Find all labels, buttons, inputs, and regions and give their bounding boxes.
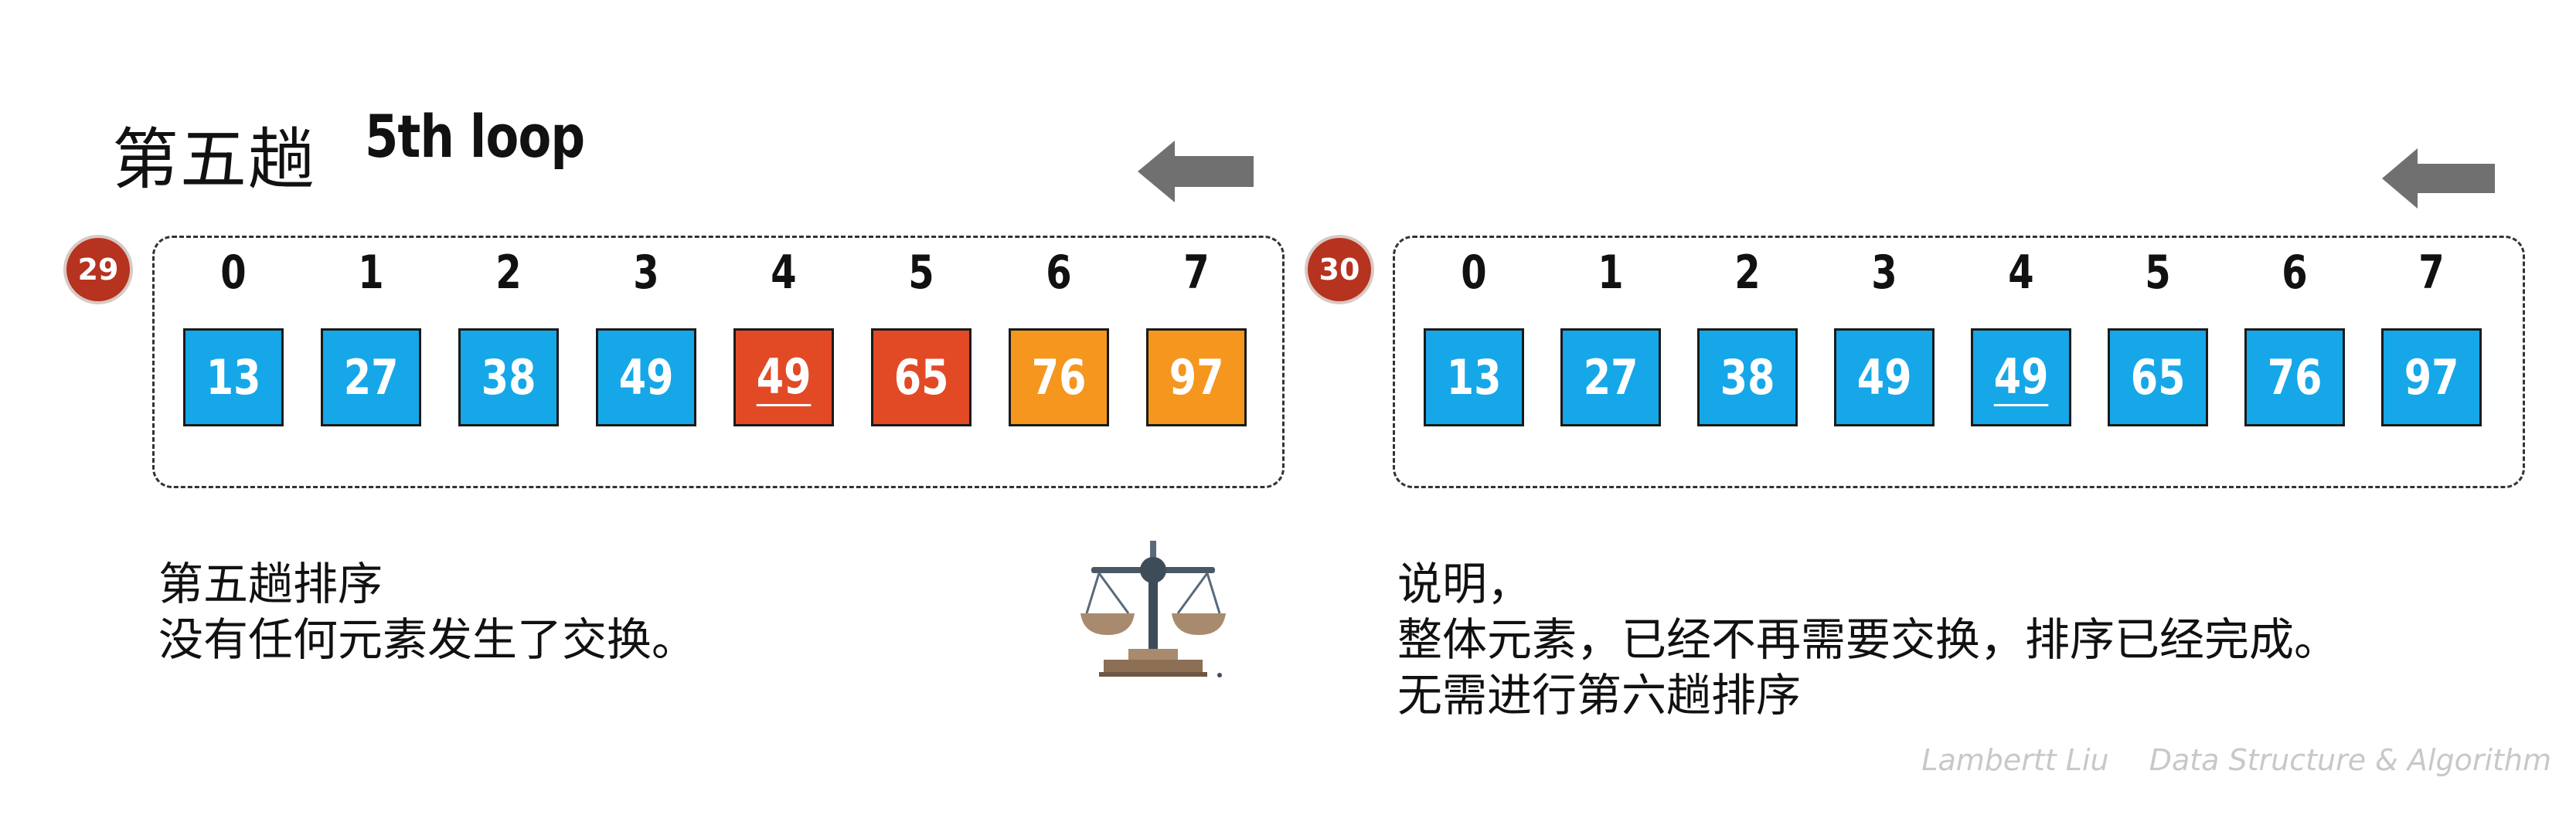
left-arrow-icon (1138, 141, 1254, 202)
left-description: 第五趟排序 没有任何元素发生了交换。 (158, 556, 696, 667)
footer: Lambertt Liu Data Structure & Algorithm (1921, 743, 2551, 777)
index-label: 0 (220, 246, 247, 300)
index-label: 6 (2282, 246, 2308, 300)
index-label: 4 (771, 246, 797, 300)
index-label: 3 (633, 246, 659, 300)
array-cell: 49 (1971, 328, 2071, 426)
array-cell-value: 27 (343, 348, 399, 406)
array-cell: 13 (1424, 328, 1524, 426)
array-cell: 13 (183, 328, 284, 426)
array-cell: 97 (2381, 328, 2482, 426)
footer-course: Data Structure & Algorithm (2149, 743, 2551, 777)
array-cell: 65 (871, 328, 972, 426)
array-cell-value: 76 (2267, 348, 2322, 406)
array-panel-before (152, 236, 1285, 488)
footer-author: Lambertt Liu (1921, 743, 2109, 777)
array-cell-value: 38 (1720, 348, 1775, 406)
array-cell: 49 (1834, 328, 1935, 426)
array-cell: 65 (2108, 328, 2208, 426)
array-cell: 76 (2244, 328, 2345, 426)
array-cell: 97 (1146, 328, 1247, 426)
page-title-cn: 第五趟 (112, 121, 316, 199)
step-badge-29: 29 (66, 238, 130, 301)
array-cell: 27 (321, 328, 421, 426)
array-cell-value: 49 (618, 348, 674, 406)
array-cell-value: 13 (1446, 348, 1502, 406)
array-cell-value: 97 (2404, 348, 2459, 406)
index-label: 7 (1183, 246, 1210, 300)
left-description-line2: 没有任何元素发生了交换。 (158, 613, 697, 666)
balance-scale-icon (1080, 541, 1226, 677)
right-description-line2: 整体元素，已经不再需要交换，排序已经完成。 (1397, 613, 2339, 666)
array-cell-value: 49 (1856, 348, 1912, 406)
index-label: 6 (1046, 246, 1072, 300)
array-panel-after (1393, 236, 2525, 488)
array-cell: 38 (1697, 328, 1798, 426)
page-title-en: 5th loop (365, 102, 585, 171)
index-label: 0 (1461, 246, 1487, 300)
index-label: 4 (2008, 246, 2034, 300)
left-arrow-icon (2382, 148, 2495, 209)
array-cell: 49 (733, 328, 834, 426)
array-cell: 49 (596, 328, 696, 426)
index-label: 1 (358, 246, 384, 300)
index-label: 2 (1734, 246, 1761, 300)
right-description-line1: 说明， (1397, 558, 1533, 610)
index-label: 5 (908, 246, 934, 300)
index-label: 2 (495, 246, 522, 300)
array-cell-value: 38 (481, 348, 536, 406)
array-cell-value: 27 (1583, 348, 1638, 406)
step-badge-30: 30 (1308, 238, 1371, 301)
array-cell-value: 65 (893, 348, 949, 406)
left-description-line1: 第五趟排序 (158, 558, 383, 610)
array-cell-value: 49 (1993, 348, 2049, 406)
right-description-line3: 无需进行第六趟排序 (1397, 669, 1802, 721)
array-cell: 27 (1560, 328, 1661, 426)
index-label: 1 (1598, 246, 1624, 300)
array-cell-value: 76 (1031, 348, 1087, 406)
right-description: 说明， 整体元素，已经不再需要交换，排序已经完成。 无需进行第六趟排序 (1397, 556, 2339, 723)
array-cell: 76 (1009, 328, 1109, 426)
array-cell-value: 13 (206, 348, 261, 406)
index-label: 3 (1871, 246, 1897, 300)
array-cell-value: 49 (756, 348, 812, 406)
index-label: 7 (2418, 246, 2445, 300)
index-label: 5 (2145, 246, 2171, 300)
array-cell: 38 (458, 328, 559, 426)
array-cell-value: 97 (1169, 348, 1224, 406)
array-cell-value: 65 (2130, 348, 2186, 406)
